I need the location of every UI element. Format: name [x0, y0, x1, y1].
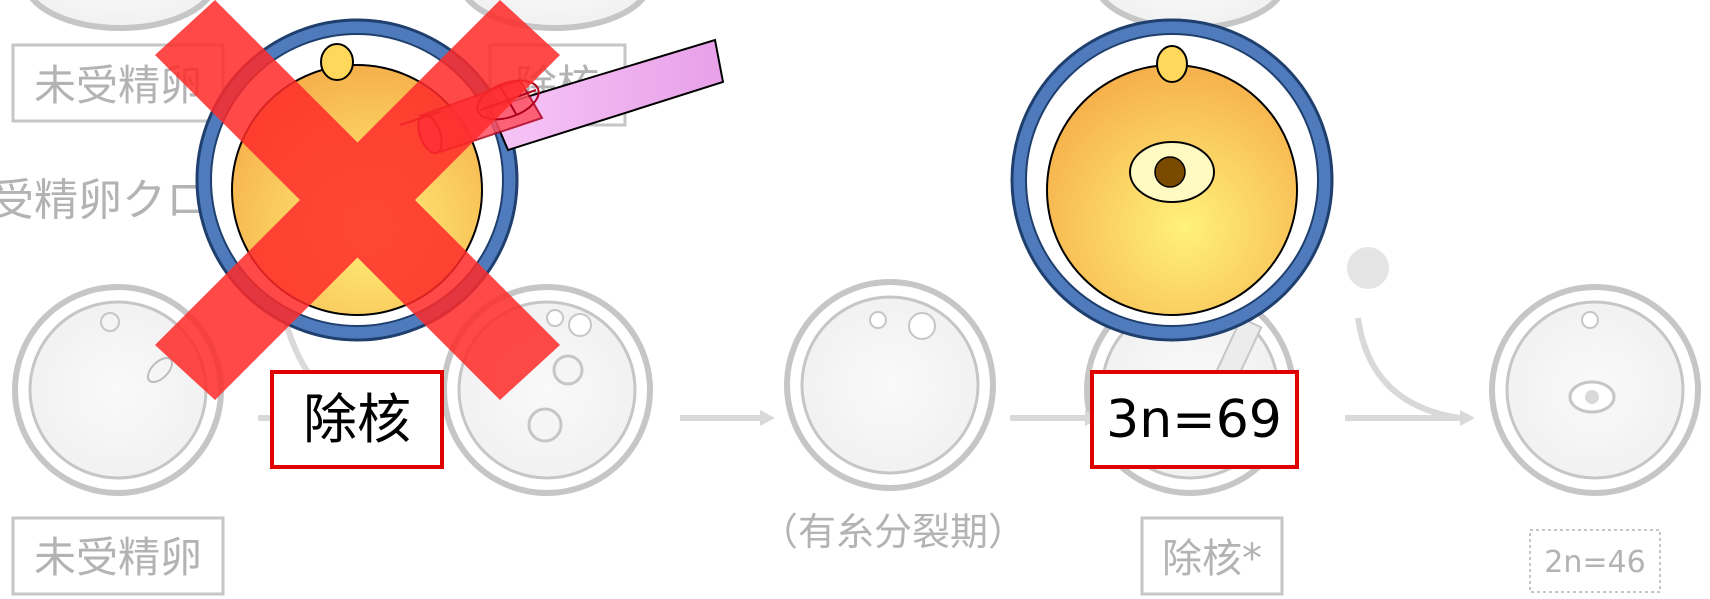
egg-mitotic: [784, 279, 996, 491]
egg-diploid: [1489, 284, 1701, 496]
section-heading: 受精卵クロ: [0, 175, 210, 226]
diploid-box: [1529, 529, 1661, 593]
polar-body-right: [1156, 45, 1188, 83]
red-x-mark-icon: [155, 0, 560, 400]
triploid-callout-label: 3n=69: [1106, 390, 1282, 450]
polar-body: [320, 43, 354, 81]
diploid-label: 2n=46: [1544, 545, 1645, 580]
enucleation-callout: 除核: [270, 370, 444, 469]
nucleolus: [1154, 156, 1186, 188]
bottom-enucleation-label: 除核*: [1162, 536, 1262, 582]
top-egg-left: [29, 0, 211, 31]
bottom-unfertilized-label: 未受精卵: [34, 533, 202, 582]
enucleation-callout-label: 除核: [303, 388, 411, 451]
bottom-enucleation-box: [1140, 516, 1284, 596]
triploid-callout: 3n=69: [1090, 370, 1299, 469]
bottom-unfertilized-box: [11, 516, 225, 596]
triploid-egg: [1010, 18, 1334, 342]
polar-body-sphere: [1347, 247, 1389, 289]
mitotic-phase-label: （有糸分裂期）: [760, 510, 1026, 554]
